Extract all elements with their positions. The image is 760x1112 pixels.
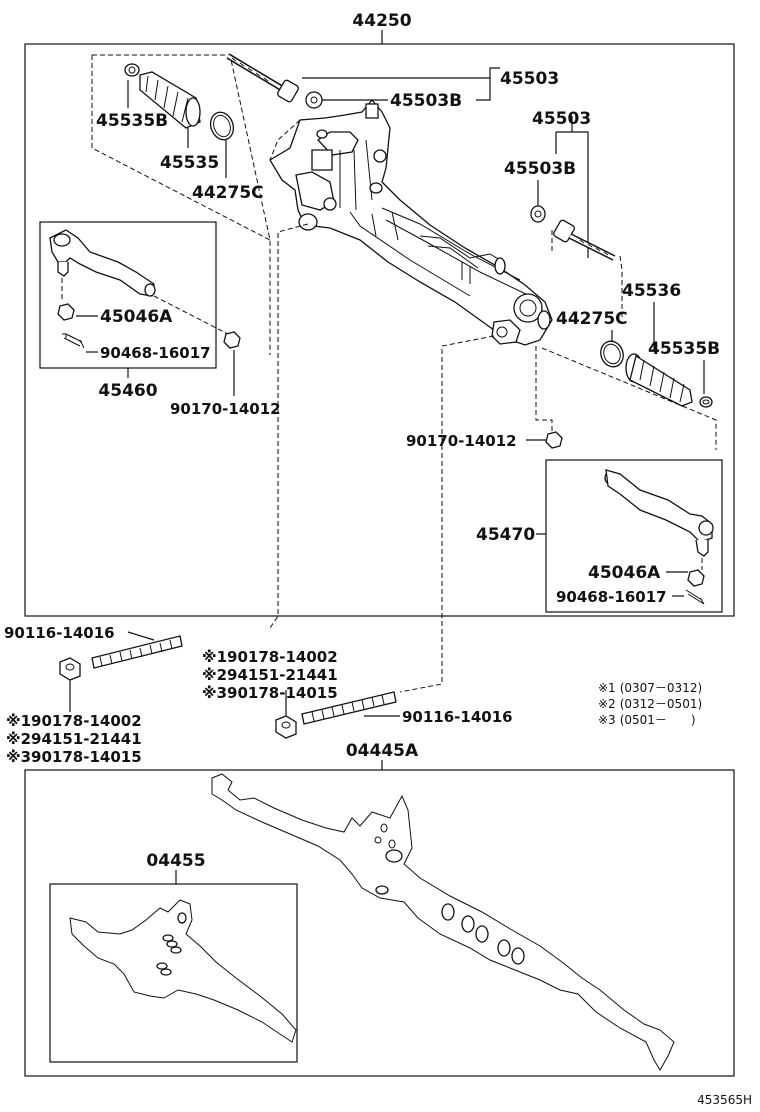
right-tie-rod [553,219,616,261]
legend-row-3: ※3(0501－ ) [598,713,696,727]
label-rod-l[interactable]: 45503 [500,69,559,89]
subkit-frame [49,883,298,1063]
left-boot [139,71,201,129]
legend-row-1: ※1(0307－0312) [598,681,702,695]
nut-left-flange [59,657,81,681]
variant-mid-2[interactable]: ※294151-21441 [202,666,338,684]
date-legend: ※1(0307－0312) ※2(0312－0501) ※3(0501－ ) [598,681,702,727]
right-washer [530,205,546,223]
label-bolt-r[interactable]: 90116-14016 [402,708,513,726]
gear-silhouette-small [69,899,297,1043]
variants-left-list: ※190178-14002 ※294151-21441 ※390178-1401… [6,712,142,766]
label-tie-end-l[interactable]: 45460 [98,381,157,401]
left-nut [57,303,75,321]
label-assembly[interactable]: 44250 [352,11,411,31]
left-end-dash [153,295,229,335]
bolt-l-dash [269,223,309,629]
label-clip-r[interactable]: 45535B [648,339,720,359]
tie-end-box-r [545,459,723,613]
label-locknut-l[interactable]: 90170-14012 [170,400,281,418]
label-subkit[interactable]: 04455 [146,851,205,871]
label-clip-l[interactable]: 45535B [96,111,168,131]
left-washer [305,91,323,109]
bolt-right [301,691,397,725]
label-nut-r[interactable]: 45046A [588,563,661,583]
left-boot-dashed-outline [91,54,271,355]
right-nut [687,569,705,587]
label-pin-r[interactable]: 90468-16017 [556,588,667,606]
label-boot-r[interactable]: 45536 [622,281,681,301]
kit-frame [24,769,735,1077]
label-boot-l[interactable]: 45535 [160,153,219,173]
left-boot-band [209,111,235,141]
right-dash-b [541,347,717,450]
label-bolt-l[interactable]: 90116-14016 [4,624,115,642]
right-cotter-pin [685,589,705,605]
bracket-washer-l [476,78,491,101]
right-boot-clip [699,396,713,408]
left-cotter-pin [62,333,85,349]
legend-row-2: ※2(0312－0501) [598,697,702,711]
label-nut-l[interactable]: 45046A [100,307,173,327]
footer-code: 453565H [697,1093,752,1107]
label-locknut-r[interactable]: 90170-14012 [406,432,517,450]
nut-right-flange [275,715,297,739]
label-band-r[interactable]: 44275C [556,309,628,329]
gear-silhouette-large [211,773,675,1071]
label-kit[interactable]: 04445A [346,741,419,761]
label-rod-r[interactable]: 45503 [532,109,591,129]
right-dash-c [535,346,553,432]
bolt-left [91,635,183,669]
assembly-frame [24,43,735,617]
label-washer-r[interactable]: 45503B [504,159,576,179]
bolt-r-dash [399,335,495,693]
right-lock-nut [545,431,563,449]
label-tie-end-r[interactable]: 45470 [476,525,535,545]
steering-gear-body [269,98,553,346]
variant-mid-1[interactable]: ※190178-14002 [202,648,338,666]
bracket-rod-r [555,116,589,258]
right-dash-a [551,230,623,318]
left-lock-nut [223,331,241,349]
variant-left-1[interactable]: ※190178-14002 [6,712,142,730]
leader-bolt-l [127,631,155,641]
variant-mid-3[interactable]: ※390178-14015 [202,684,338,702]
label-washer-l[interactable]: 45503B [390,91,462,111]
variants-mid-list: ※190178-14002 ※294151-21441 ※390178-1401… [202,648,338,702]
right-boot [625,353,693,407]
bracket-rod-l [302,67,500,79]
variant-left-2[interactable]: ※294151-21441 [6,730,142,748]
right-tie-rod-end [604,469,714,557]
left-boot-clip [124,63,140,77]
label-band-l[interactable]: 44275C [192,183,264,203]
left-tie-rod-end [49,229,156,297]
left-tie-rod [226,53,299,103]
label-pin-l[interactable]: 90468-16017 [100,344,211,362]
right-boot-band [600,340,624,368]
variant-left-3[interactable]: ※390178-14015 [6,748,142,766]
